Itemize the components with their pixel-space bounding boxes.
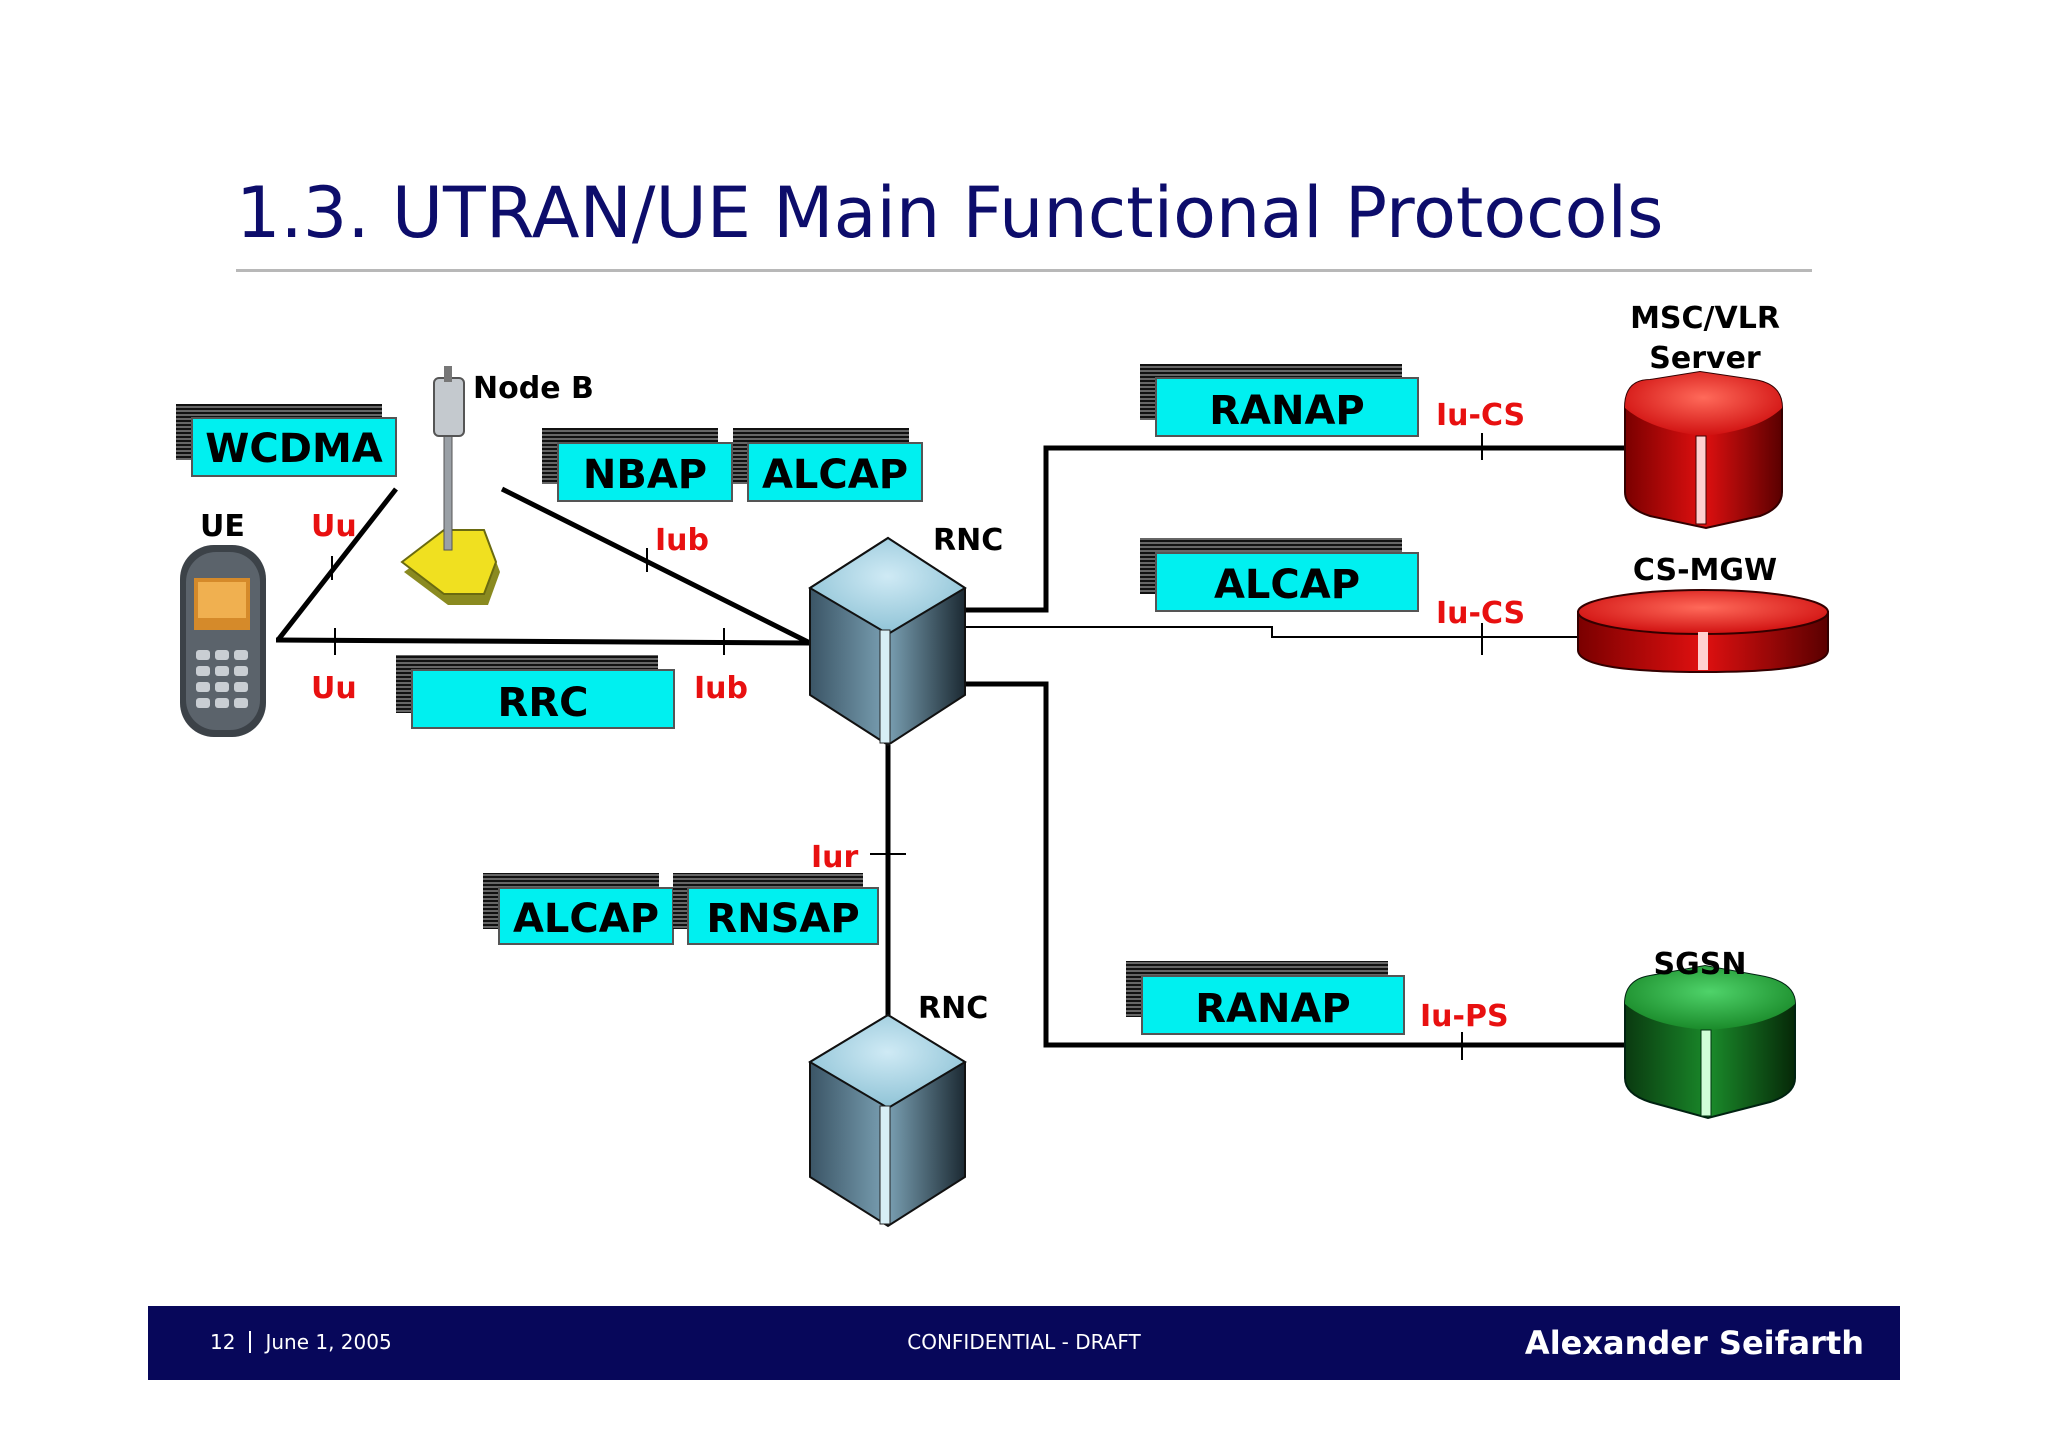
interface-label-uu-bottom: Uu [311,671,357,706]
page-number: 12 [210,1330,236,1354]
protocol-label-rnsap: RNSAP [706,896,859,942]
interface-label-iub-bottom: Iub [694,671,748,706]
protocol-box-alcap-iur: ALCAP [483,873,674,945]
protocol-box-alcap-iub: ALCAP [733,428,923,502]
footer-bar: 12 June 1, 2005 CONFIDENTIAL - DRAFT Alex… [148,1306,1900,1380]
protocol-box-rrc: RRC [396,655,675,729]
interface-ticks [331,433,1483,1060]
iu-cs-link-csmgw [965,626,1585,638]
protocol-label-alcap-iur: ALCAP [513,896,659,942]
interface-label-uu-top: Uu [311,509,357,544]
protocol-box-ranap-ps: RANAP [1126,961,1405,1035]
interface-label-iu-cs-2: Iu-CS [1436,596,1525,631]
uu-link-top [276,487,398,642]
msc-vlr-server-icon [1624,370,1783,530]
node-b-antenna-icon [400,366,500,605]
interface-label-iu-ps: Iu-PS [1420,999,1509,1034]
page-title: 1.3. UTRAN/UE Main Functional Protocols [236,172,1664,254]
protocol-box-rnsap: RNSAP [673,873,879,945]
footer-classification: CONFIDENTIAL - DRAFT [907,1330,1141,1354]
uu-iub-link-bottom [275,637,811,646]
msc-vlr-label-line1: MSC/VLR [1630,301,1780,336]
ue-label: UE [200,509,245,544]
connection-lines [275,445,1625,1048]
mobile-phone-icon [180,545,266,737]
rnc-server-icon [808,536,967,747]
rnc-label-2: RNC [918,991,988,1026]
rnc-server-icon-2 [808,1013,967,1228]
footer-separator [249,1331,252,1353]
protocol-box-wcdma: WCDMA [176,404,397,477]
protocol-label-ranap-ps: RANAP [1195,986,1351,1032]
protocol-label-rrc: RRC [498,680,589,726]
iu-cs-link-msc [965,445,1625,613]
protocol-box-alcap-cs: ALCAP [1140,538,1419,612]
interface-label-iur: Iur [811,840,859,875]
protocol-label-alcap-iub: ALCAP [762,452,908,498]
protocol-label-ranap-cs: RANAP [1209,388,1365,434]
interface-label-iub-top: Iub [655,523,709,558]
sgsn-label: SGSN [1654,947,1747,982]
protocol-label-nbap: NBAP [583,452,707,498]
protocol-label-wcdma: WCDMA [205,426,382,472]
cs-mgw-label: CS-MGW [1633,553,1777,588]
protocol-box-ranap-cs: RANAP [1140,364,1419,437]
rnc-label: RNC [933,523,1003,558]
footer-page-info: 12 June 1, 2005 [210,1330,392,1354]
interface-label-iu-cs-1: Iu-CS [1436,398,1525,433]
protocol-label-alcap-cs: ALCAP [1214,562,1360,608]
footer-date: June 1, 2005 [265,1330,392,1354]
node-b-label: Node B [473,371,594,406]
protocol-box-nbap: NBAP [542,428,733,502]
cs-mgw-icon [1577,589,1829,674]
iub-link-top [500,486,812,646]
title-divider [236,269,1812,272]
sgsn-icon [1624,964,1796,1120]
msc-vlr-label-line2: Server [1649,341,1761,376]
footer-author: Alexander Seifarth [1524,1324,1864,1362]
iu-ps-link-sgsn [965,681,1625,1048]
